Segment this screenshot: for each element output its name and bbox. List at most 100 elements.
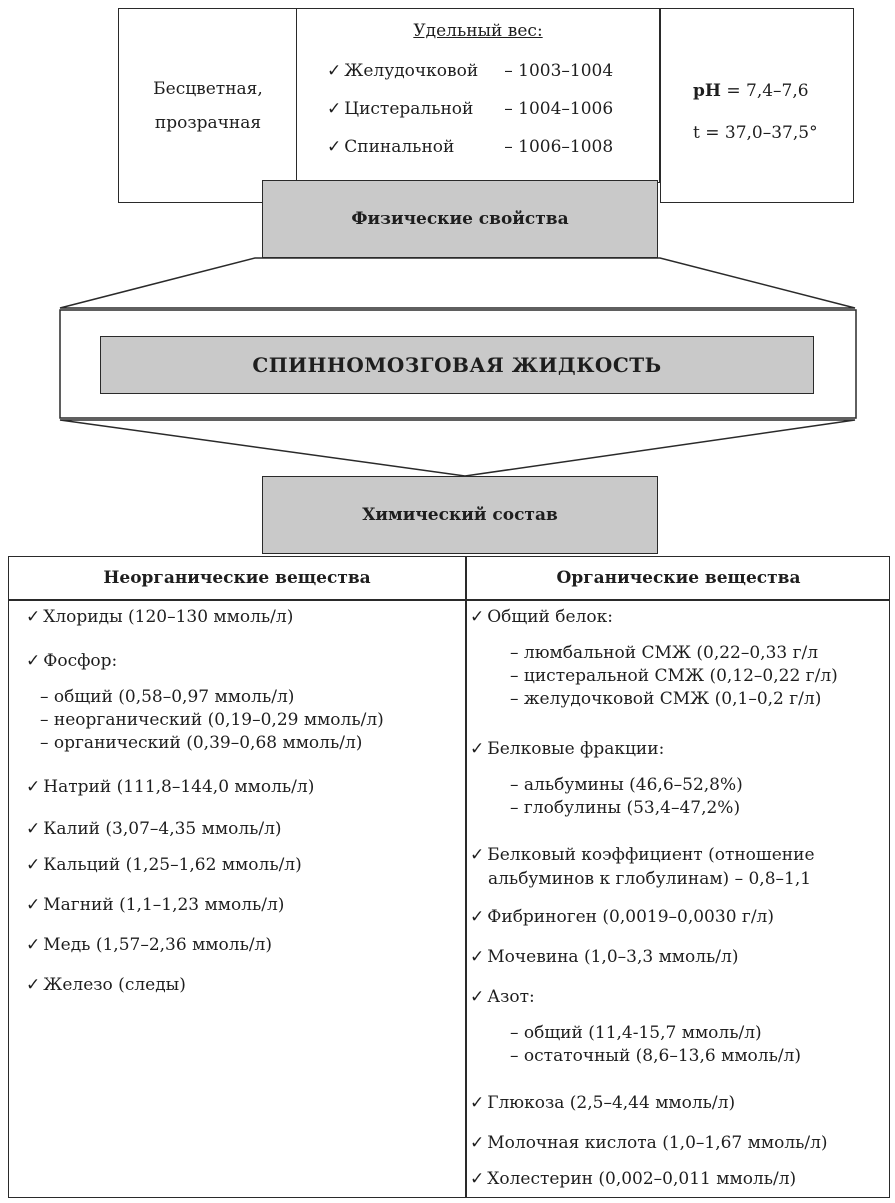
chemical-composition-header: Химический состав — [262, 476, 658, 554]
check-icon: ✓ — [470, 987, 485, 1007]
list-subitem: – остаточный (8,6–13,6 ммоль/л) — [510, 1045, 801, 1067]
list-subitem-text: – остаточный (8,6–13,6 ммоль/л) — [510, 1046, 801, 1066]
specific-gravity-box: Удельный вес: ✓ Желудочковой– 1003–1004✓… — [296, 8, 660, 183]
list-subitem-text: – люмбальной СМЖ (0,22–0,33 г/л — [510, 643, 819, 663]
table-column-divider — [465, 557, 467, 1197]
gravity-value: – 1004–1006 — [504, 99, 614, 119]
temperature-value: t = 37,0–37,5° — [693, 123, 818, 143]
table-header-divider — [9, 599, 889, 601]
list-subitem-text: – неорганический (0,19–0,29 ммоль/л) — [40, 710, 384, 730]
check-icon: ✓ — [26, 975, 41, 995]
specific-gravity-title: Удельный вес: — [413, 21, 543, 41]
list-item: ✓Железо (следы) — [26, 974, 186, 996]
list-subitem: – органический (0,39–0,68 ммоль/л) — [40, 732, 362, 754]
list-subitem: – альбумины (46,6–52,8%) — [510, 774, 743, 796]
check-icon: ✓ — [470, 947, 485, 967]
list-item: ✓Фосфор: — [26, 650, 117, 672]
check-icon: ✓ — [327, 137, 342, 157]
ph-value: pH = 7,4–7,6 — [693, 81, 809, 101]
gravity-row: ✓ Спинальной – 1006–1008 — [327, 137, 613, 157]
list-item-text: Хлориды (120–130 ммоль/л) — [43, 607, 294, 627]
list-item: ✓Белковые фракции: — [470, 738, 664, 760]
list-subitem: – неорганический (0,19–0,29 ммоль/л) — [40, 709, 384, 731]
list-subitem-text: – глобулины (53,4–47,2%) — [510, 798, 741, 818]
list-subitem-text: – общий (0,58–0,97 ммоль/л) — [40, 687, 295, 707]
list-item-text: Натрий (111,8–144,0 ммоль/л) — [43, 777, 315, 797]
list-item-text: Холестерин (0,002–0,011 ммоль/л) — [487, 1169, 797, 1189]
list-item: ✓Медь (1,57–2,36 ммоль/л) — [26, 934, 272, 956]
list-subitem: – люмбальной СМЖ (0,22–0,33 г/л — [510, 642, 818, 664]
check-icon: ✓ — [470, 845, 485, 865]
list-subitem-text: – органический (0,39–0,68 ммоль/л) — [40, 733, 363, 753]
list-item-text: Общий белок: — [487, 607, 613, 627]
check-icon: ✓ — [470, 1169, 485, 1189]
list-item-text: Калий (3,07–4,35 ммоль/л) — [43, 819, 282, 839]
appearance-box: Бесцветная, прозрачная — [118, 8, 298, 203]
check-icon: ✓ — [327, 99, 342, 119]
list-subitem-text: – альбумины (46,6–52,8%) — [510, 775, 743, 795]
check-icon: ✓ — [26, 895, 41, 915]
list-item-text: Молочная кислота (1,0–1,67 ммоль/л) — [487, 1133, 828, 1153]
list-subitem: – общий (0,58–0,97 ммоль/л) — [40, 686, 294, 708]
list-subitem-text: – желудочковой СМЖ (0,1–0,2 г/л) — [510, 689, 822, 709]
list-subitem: – глобулины (53,4–47,2%) — [510, 797, 740, 819]
physical-properties-header: Физические свойства — [262, 180, 658, 258]
check-icon: ✓ — [26, 651, 41, 671]
list-subitem-text: – цистеральной СМЖ (0,12–0,22 г/л) — [510, 666, 838, 686]
gravity-value: – 1006–1008 — [504, 137, 614, 157]
list-item-text: Мочевина (1,0–3,3 ммоль/л) — [487, 947, 739, 967]
gravity-row: ✓ Желудочковой – 1003–1004 — [327, 61, 613, 81]
composition-table: Неорганические вещества Органические вещ… — [8, 556, 890, 1198]
list-item: ✓Калий (3,07–4,35 ммоль/л) — [26, 818, 282, 840]
list-item-continuation: альбуминов к глобулинам) – 0,8–1,1 — [488, 868, 811, 890]
list-item-text: Азот: — [487, 987, 535, 1007]
list-subitem-text: – общий (11,4-15,7 ммоль/л) — [510, 1023, 762, 1043]
list-item-text: Белковый коэффициент (отношение — [487, 845, 815, 865]
list-item-text: Глюкоза (2,5–4,44 ммоль/л) — [487, 1093, 736, 1113]
appearance-line-2: прозрачная — [154, 112, 262, 133]
list-item: ✓Азот: — [470, 986, 535, 1008]
gravity-value: – 1003–1004 — [504, 61, 614, 81]
ph-temp-box: pH = 7,4–7,6 t = 37,0–37,5° — [660, 8, 854, 203]
list-item: ✓Глюкоза (2,5–4,44 ммоль/л) — [470, 1092, 735, 1114]
bottom-connector-triangle — [59, 419, 856, 477]
organic-column-header: Органические вещества — [556, 568, 801, 588]
list-item-text: Железо (следы) — [43, 975, 186, 995]
list-subitem: – цистеральной СМЖ (0,12–0,22 г/л) — [510, 665, 838, 687]
appearance-line-1: Бесцветная, — [153, 78, 263, 99]
list-item: ✓Белковый коэффициент (отношение — [470, 844, 815, 866]
check-icon: ✓ — [470, 907, 485, 927]
list-item: ✓Кальций (1,25–1,62 ммоль/л) — [26, 854, 302, 876]
list-item-text: Фибриноген (0,0019–0,0030 г/л) — [487, 907, 774, 927]
check-icon: ✓ — [26, 855, 41, 875]
top-connector-triangle — [59, 257, 856, 309]
list-item: ✓Мочевина (1,0–3,3 ммоль/л) — [470, 946, 738, 968]
main-title: СПИННОМОЗГОВАЯ ЖИДКОСТЬ — [100, 336, 814, 394]
list-item: ✓Фибриноген (0,0019–0,0030 г/л) — [470, 906, 774, 928]
list-subitem: – общий (11,4-15,7 ммоль/л) — [510, 1022, 762, 1044]
check-icon: ✓ — [470, 739, 485, 759]
gravity-row: ✓ Цистеральной– 1004–1006 — [327, 99, 613, 119]
gravity-label: Желудочковой — [344, 61, 479, 81]
list-item-text: Медь (1,57–2,36 ммоль/л) — [43, 935, 272, 955]
check-icon: ✓ — [26, 777, 41, 797]
list-item: ✓Общий белок: — [470, 606, 613, 628]
list-item: ✓Холестерин (0,002–0,011 ммоль/л) — [470, 1168, 796, 1190]
check-icon: ✓ — [327, 61, 342, 81]
list-item: ✓Хлориды (120–130 ммоль/л) — [26, 606, 293, 628]
list-item: ✓Молочная кислота (1,0–1,67 ммоль/л) — [470, 1132, 828, 1154]
list-item: ✓Натрий (111,8–144,0 ммоль/л) — [26, 776, 314, 798]
check-icon: ✓ — [470, 1133, 485, 1153]
inorganic-column-header: Неорганические вещества — [103, 568, 371, 588]
list-item-text: Фосфор: — [43, 651, 118, 671]
list-item-continuation-text: альбуминов к глобулинам) – 0,8–1,1 — [488, 869, 812, 889]
check-icon: ✓ — [26, 935, 41, 955]
list-item-text: Магний (1,1–1,23 ммоль/л) — [43, 895, 285, 915]
check-icon: ✓ — [470, 607, 485, 627]
ph-range: = 7,4–7,6 — [720, 81, 809, 101]
check-icon: ✓ — [26, 819, 41, 839]
gravity-label: Спинальной — [344, 137, 455, 157]
list-subitem: – желудочковой СМЖ (0,1–0,2 г/л) — [510, 688, 821, 710]
check-icon: ✓ — [26, 607, 41, 627]
list-item-text: Кальций (1,25–1,62 ммоль/л) — [43, 855, 302, 875]
